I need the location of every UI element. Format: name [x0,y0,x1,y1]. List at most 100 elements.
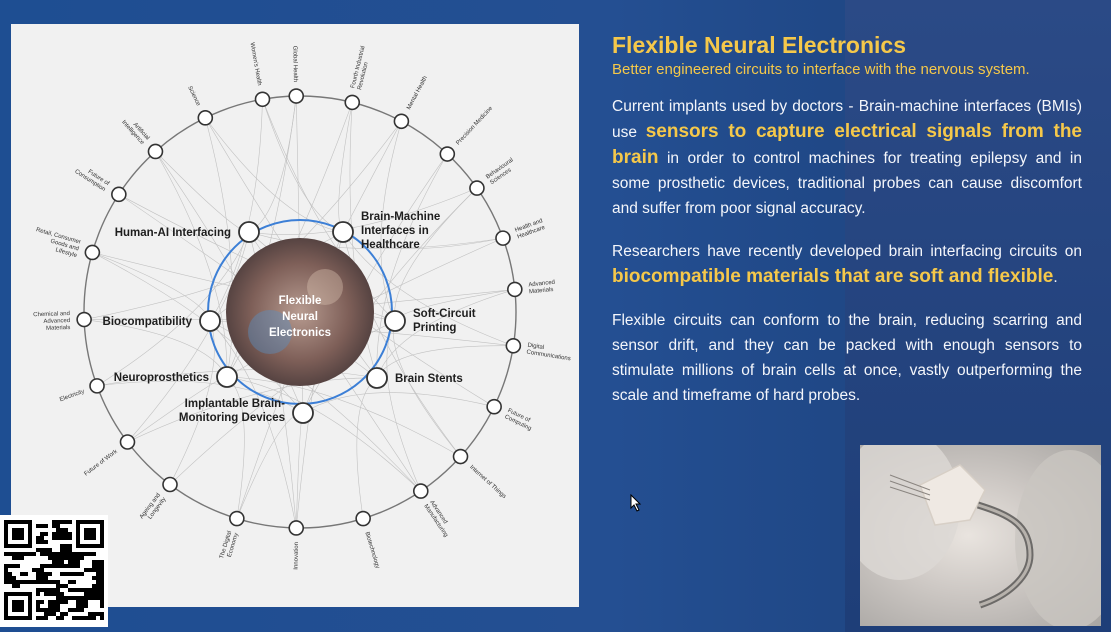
qr-module [76,560,80,564]
outer-topic-label: Future of Work [84,448,120,477]
outer-topic-label: Innovation [294,542,300,570]
inner-topic-line: Interfaces in [361,225,429,237]
qr-module [72,560,76,564]
qr-module [92,588,96,592]
connection-line [302,392,495,414]
slide-title: Flexible Neural Electronics [612,32,907,58]
qr-module [44,552,48,556]
qr-module [60,572,64,576]
qr-module [48,580,52,584]
qr-module [32,580,36,584]
qr-module [44,576,48,580]
qr-module [48,556,52,560]
qr-module [56,532,60,536]
qr-module [52,520,56,524]
qr-module [40,568,44,572]
qr-module [24,552,28,556]
outer-topic-label: Women's Health [249,42,263,86]
qr-module [84,592,88,596]
qr-module [88,592,92,596]
qr-module [12,584,16,588]
outer-topic-line: Precision Medicine [455,105,494,146]
qr-module [4,552,8,556]
qr-module [40,576,44,580]
qr-module [100,588,104,592]
qr-module [60,600,64,604]
qr-module [64,544,68,548]
qr-module [44,524,48,528]
qr-module [16,580,20,584]
outer-topic-line: Mental Health [406,75,429,111]
qr-module [76,600,80,604]
qr-module [56,588,60,592]
qr-module [64,520,68,524]
qr-module [4,580,8,584]
inner-topic-line: Implantable Brain- [185,398,285,410]
qr-module [44,612,48,616]
qr-module [76,572,80,576]
qr-module [8,552,12,556]
qr-module [40,600,44,604]
inner-topic-label: Human-AI Interfacing [115,227,231,239]
outer-node [254,91,271,108]
inner-topic-line: Biocompatibility [103,316,193,328]
qr-module [72,552,76,556]
qr-module [48,612,52,616]
qr-module [28,580,32,584]
qr-module [44,548,48,552]
outer-topic-label: AdvancedMaterials [528,280,556,296]
outer-topic-line: Chemical and [33,311,70,318]
qr-module [96,568,100,572]
qr-module [80,552,84,556]
qr-module [44,564,48,568]
outer-topic-line: Digital [527,343,544,352]
outer-topic-label: Global Health [291,46,298,82]
qr-module [80,616,84,620]
qr-module [76,616,80,620]
qr-module [52,592,56,596]
qr-module [100,560,104,564]
qr-module [96,596,100,600]
qr-module [16,564,20,568]
qr-module [52,608,56,612]
outer-topic-label: Mental Health [406,75,429,111]
inner-node [238,221,260,243]
qr-module [68,588,72,592]
qr-module [4,572,8,576]
qr-module [72,588,76,592]
qr-module [84,568,88,572]
qr-module [52,532,56,536]
qr-module [56,600,60,604]
outer-node [288,520,305,536]
inner-topic-line: Soft-Circuit [413,308,476,320]
qr-module [60,592,64,596]
qr-module [48,572,52,576]
qr-module [20,552,24,556]
paragraph-text: Researchers have recently developed brai… [612,243,1082,260]
qr-module [76,552,80,556]
outer-topic-label: Precision Medicine [455,105,494,146]
qr-module [56,536,60,540]
outer-topic-label: Science [186,85,201,107]
qr-module [56,524,60,528]
qr-module [60,536,64,540]
qr-module [76,608,80,612]
qr-module [4,564,8,568]
qr-module [36,600,40,604]
connection-line [295,412,304,528]
qr-module [92,576,96,580]
qr-module [92,596,96,600]
outer-node [507,281,523,298]
connection-line [209,320,297,529]
qr-module [12,528,24,540]
qr-module [60,532,64,536]
inner-topic-label: Brain Stents [395,373,463,385]
qr-module [48,564,52,568]
inner-topic-line: Brain-Machine [361,211,440,223]
qr-module [88,568,92,572]
qr-module [68,560,72,564]
outer-topic-label: Retail, ConsumerGoods andLifestyle [31,227,82,259]
qr-module [44,616,48,620]
qr-module [52,560,56,564]
qr-module [68,580,72,584]
